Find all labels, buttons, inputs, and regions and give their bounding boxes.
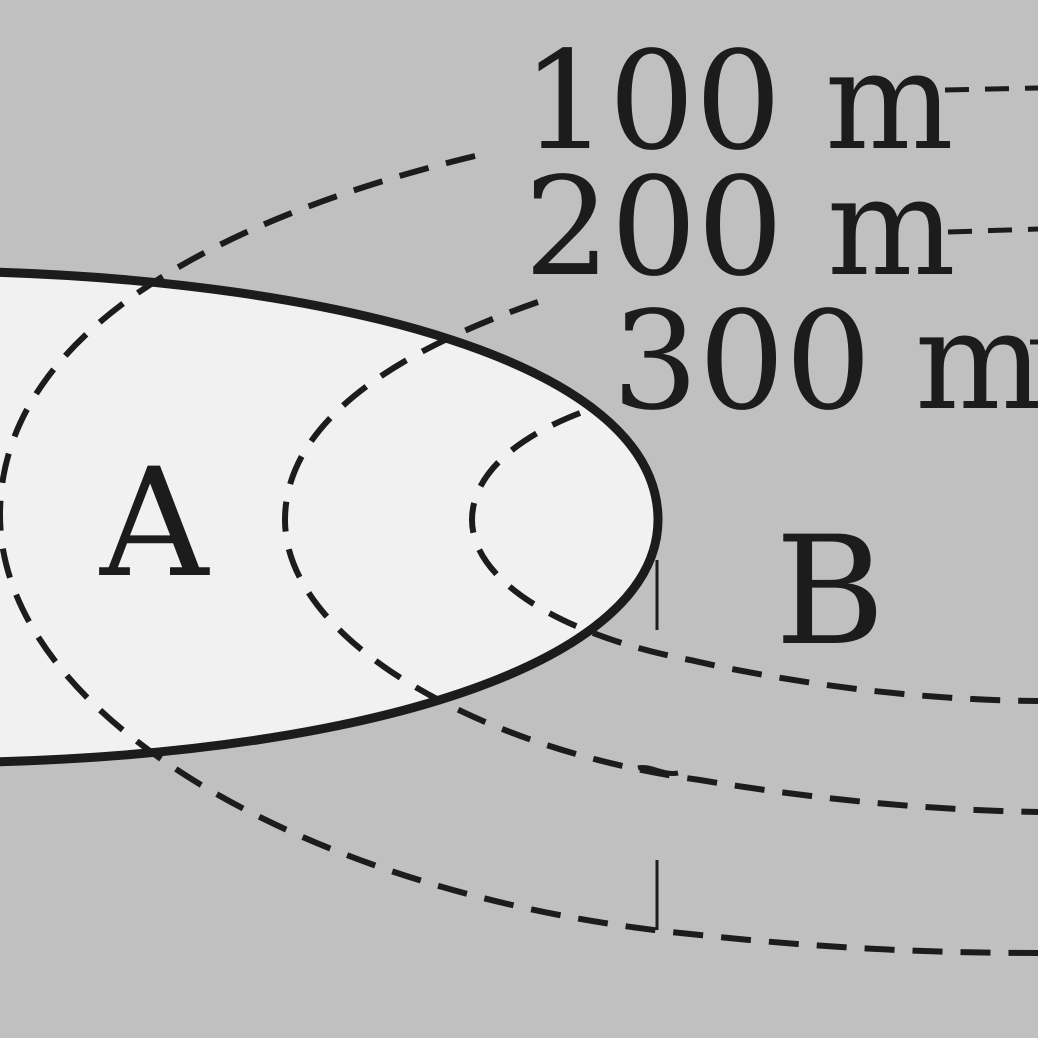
contour-line-300 — [468, 410, 1038, 704]
contour-line-100 — [0, 153, 1038, 956]
region-label-a: A — [99, 437, 210, 611]
contour-line-200 — [281, 299, 1038, 815]
contour-label-100: 100 m — [522, 23, 954, 181]
region-label-b: B — [775, 505, 885, 679]
contour-label-300: 300 m — [612, 283, 1038, 441]
leader-line-100 — [944, 85, 1038, 93]
contour-label-200: 200 m — [524, 149, 956, 307]
small-tick-mark — [637, 764, 679, 777]
region-a-area — [0, 267, 663, 767]
leader-line-200 — [947, 226, 1038, 235]
